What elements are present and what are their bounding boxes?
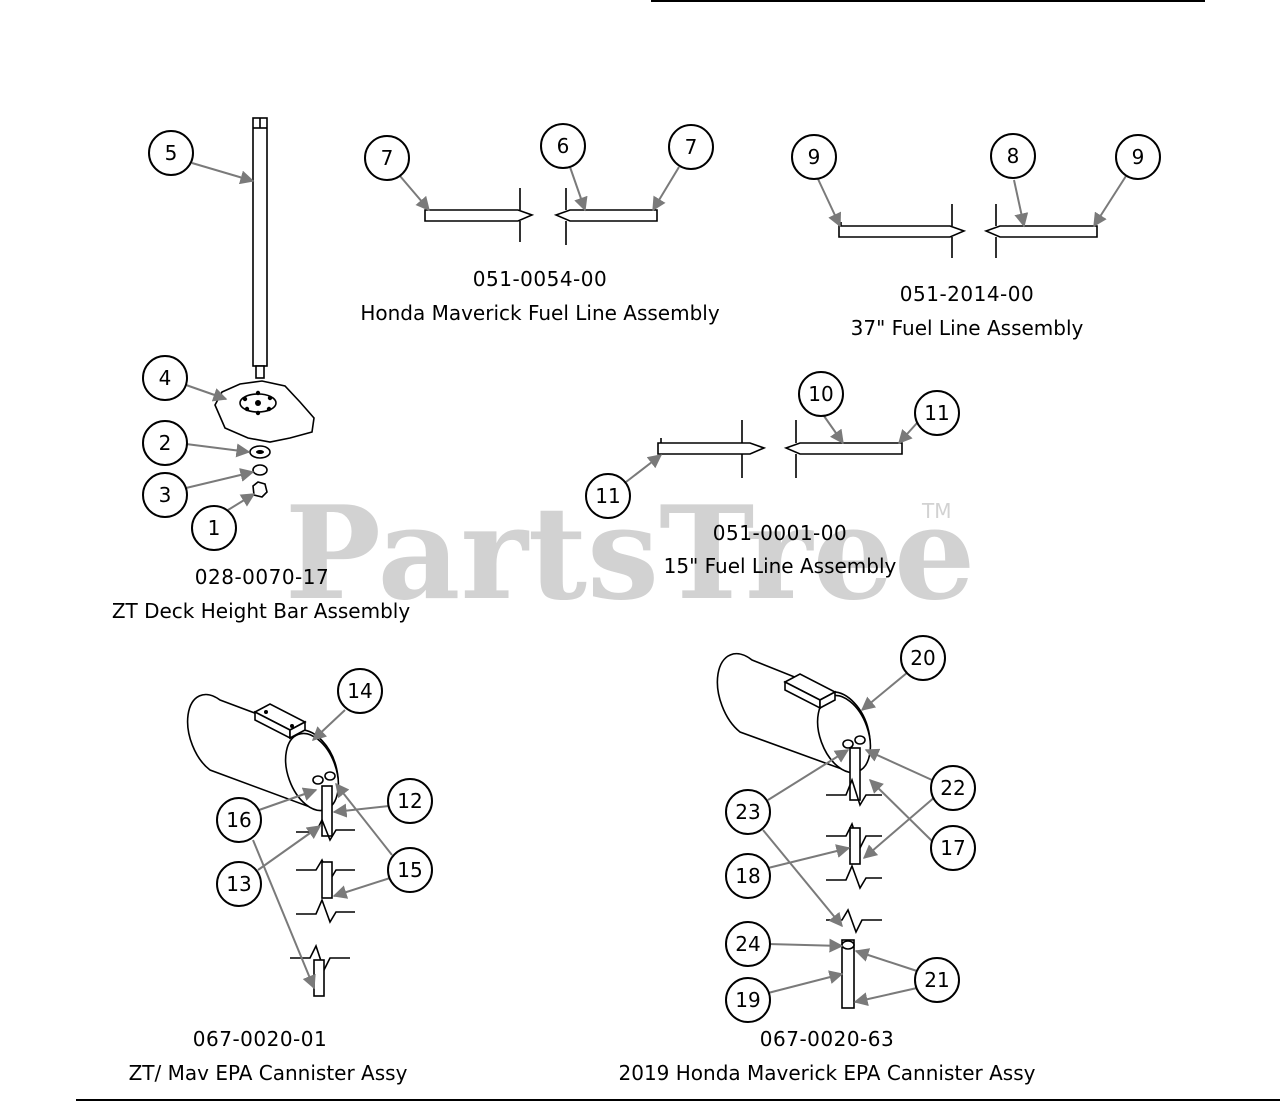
honda-maverick-canister-drawing bbox=[716, 652, 882, 1009]
svg-text:2: 2 bbox=[159, 431, 172, 455]
callout: 7 bbox=[668, 124, 714, 170]
svg-text:1: 1 bbox=[208, 516, 221, 540]
callout: 4 bbox=[142, 355, 188, 401]
deck-height-bar-part-number: 028-0070-17 bbox=[195, 565, 329, 589]
honda-maverick-fuel-line-drawing bbox=[424, 188, 658, 245]
svg-text:14: 14 bbox=[347, 679, 372, 703]
watermark-tm: TM bbox=[921, 499, 951, 523]
callout: 8 bbox=[990, 133, 1036, 179]
callout: 10 bbox=[798, 371, 844, 417]
svg-text:4: 4 bbox=[159, 366, 172, 390]
callout: 21 bbox=[914, 957, 960, 1003]
fuel-line-37-part-number: 051-2014-00 bbox=[900, 282, 1034, 306]
svg-text:24: 24 bbox=[735, 932, 760, 956]
callout: 17 bbox=[930, 825, 976, 871]
callout: 23 bbox=[725, 789, 771, 835]
svg-text:3: 3 bbox=[159, 483, 172, 507]
svg-text:22: 22 bbox=[940, 776, 965, 800]
svg-text:11: 11 bbox=[595, 484, 620, 508]
honda-canister-part-number: 067-0020-63 bbox=[760, 1027, 894, 1051]
svg-text:6: 6 bbox=[557, 134, 570, 158]
fuel-line-15-part-number: 051-0001-00 bbox=[713, 521, 847, 545]
callout: 1 bbox=[191, 505, 237, 551]
svg-text:18: 18 bbox=[735, 864, 760, 888]
svg-text:12: 12 bbox=[397, 789, 422, 813]
fuel-line-37-drawing bbox=[838, 204, 1098, 258]
zt-mav-canister-part-number: 067-0020-01 bbox=[193, 1027, 327, 1051]
svg-text:7: 7 bbox=[685, 135, 698, 159]
leader-lines bbox=[185, 162, 1127, 1007]
honda-fuel-line-part-number: 051-0054-00 bbox=[473, 267, 607, 291]
svg-text:19: 19 bbox=[735, 988, 760, 1012]
deck-height-bar-name: ZT Deck Height Bar Assembly bbox=[112, 599, 411, 623]
zt-mav-canister-drawing bbox=[186, 693, 355, 997]
svg-text:23: 23 bbox=[735, 800, 760, 824]
svg-text:20: 20 bbox=[910, 646, 935, 670]
svg-text:13: 13 bbox=[226, 872, 251, 896]
callout: 3 bbox=[142, 472, 188, 518]
svg-text:10: 10 bbox=[808, 382, 833, 406]
callout: 6 bbox=[540, 123, 586, 169]
honda-fuel-line-name: Honda Maverick Fuel Line Assembly bbox=[360, 301, 720, 325]
callout: 15 bbox=[387, 847, 433, 893]
fuel-line-37-name: 37" Fuel Line Assembly bbox=[851, 316, 1084, 340]
callout: 11 bbox=[585, 473, 631, 519]
callout: 5 bbox=[148, 130, 194, 176]
svg-text:17: 17 bbox=[940, 836, 965, 860]
callout: 9 bbox=[1115, 134, 1161, 180]
callout: 2 bbox=[142, 420, 188, 466]
svg-text:16: 16 bbox=[226, 808, 251, 832]
callout: 11 bbox=[914, 390, 960, 436]
callout: 22 bbox=[930, 765, 976, 811]
svg-text:15: 15 bbox=[397, 858, 422, 882]
svg-text:8: 8 bbox=[1007, 144, 1020, 168]
svg-text:9: 9 bbox=[808, 145, 821, 169]
zt-mav-canister-name: ZT/ Mav EPA Cannister Assy bbox=[129, 1061, 408, 1085]
watermark: PartsTree bbox=[285, 479, 976, 629]
svg-text:7: 7 bbox=[381, 146, 394, 170]
callout: 19 bbox=[725, 977, 771, 1023]
svg-text:5: 5 bbox=[165, 141, 178, 165]
honda-canister-name: 2019 Honda Maverick EPA Cannister Assy bbox=[619, 1061, 1036, 1085]
callout: 7 bbox=[364, 135, 410, 181]
callout: 20 bbox=[900, 635, 946, 681]
callout: 13 bbox=[216, 861, 262, 907]
callout: 16 bbox=[216, 797, 262, 843]
svg-text:21: 21 bbox=[924, 968, 949, 992]
svg-text:9: 9 bbox=[1132, 145, 1145, 169]
callout: 12 bbox=[387, 778, 433, 824]
deck-height-bar-drawing bbox=[214, 117, 315, 498]
callout: 24 bbox=[725, 921, 771, 967]
callout: 9 bbox=[791, 134, 837, 180]
fuel-line-15-drawing bbox=[657, 420, 903, 478]
callout: 18 bbox=[725, 853, 771, 899]
fuel-line-15-name: 15" Fuel Line Assembly bbox=[664, 554, 897, 578]
callout: 14 bbox=[337, 668, 383, 714]
svg-text:11: 11 bbox=[924, 401, 949, 425]
